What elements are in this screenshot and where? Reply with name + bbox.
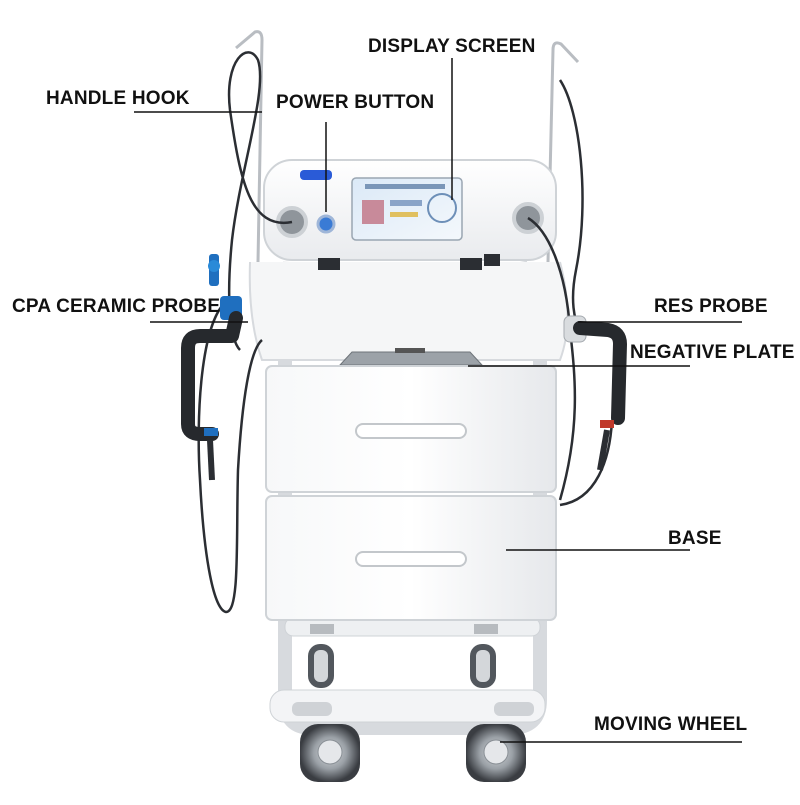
power-button-shape[interactable] (316, 214, 336, 234)
label-cpa-ceramic-probe: CPA CERAMIC PROBE (12, 296, 221, 317)
handle-hook-right (546, 41, 580, 263)
label-power-button: POWER BUTTON (276, 92, 435, 113)
moving-wheels (292, 702, 534, 782)
label-negative-plate: NEGATIVE PLATE (630, 342, 795, 363)
label-base: BASE (668, 528, 722, 549)
leader-lines (134, 58, 742, 743)
label-res-probe: RES PROBE (654, 296, 768, 317)
upper-drawer-handle[interactable] (355, 423, 467, 439)
base-cabinet (265, 365, 557, 621)
label-display-screen: DISPLAY SCREEN (368, 36, 536, 57)
cpa-ceramic-probe (181, 254, 243, 481)
display-screen-shape[interactable] (351, 177, 463, 241)
label-moving-wheel: MOVING WHEEL (594, 714, 748, 735)
inner-casters (308, 624, 498, 688)
handle-hook-left (235, 30, 264, 263)
main-unit (263, 159, 557, 270)
lower-drawer-handle[interactable] (355, 551, 467, 567)
trolley-frame (248, 260, 569, 735)
logo-badge (300, 170, 332, 180)
label-handle-hook: HANDLE HOOK (46, 88, 190, 109)
